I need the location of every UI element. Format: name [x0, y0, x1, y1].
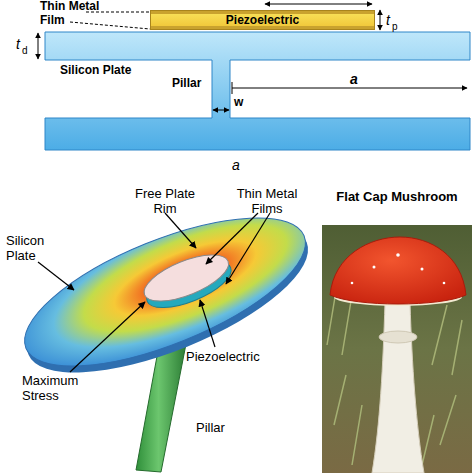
dimension-symbol: t — [16, 36, 20, 52]
part-label: Thin Metal Film — [40, 0, 102, 27]
dimension-subscript: d — [22, 45, 28, 57]
silicon-structure — [45, 32, 470, 150]
thickness-arrow — [380, 10, 381, 30]
width-arrow — [213, 110, 229, 111]
part-label: Thin Metal Films — [232, 186, 302, 216]
cap-spot — [421, 268, 424, 271]
silicon-disk — [6, 188, 326, 403]
metal-film — [138, 245, 234, 310]
part-label: Maximum Stress — [22, 373, 92, 403]
mushroom-photo — [322, 225, 472, 473]
cap-spot — [443, 282, 446, 285]
mushroom-stem — [372, 303, 424, 473]
leader-arrow — [70, 302, 145, 372]
part-label: Pillar — [196, 420, 225, 435]
dimension-symbol: t — [386, 12, 390, 28]
node-text: Flat Cap Mushroom — [322, 185, 472, 205]
grass-background — [322, 225, 472, 473]
leader-arrow — [206, 213, 258, 264]
dimension-tick — [232, 82, 233, 94]
subfigure-label: a — [232, 157, 240, 173]
leader-arrow — [200, 300, 215, 347]
part-label: Silicon Plate — [60, 63, 131, 77]
cap-spot — [351, 282, 354, 285]
node-text: Piezoelectric — [151, 11, 374, 29]
dimension-symbol: w — [234, 95, 243, 109]
piezoelectric-layer: Piezoelectric — [150, 10, 375, 30]
dimension-arrow — [265, 4, 372, 5]
thickness-arrow — [38, 33, 39, 59]
leader-line — [70, 22, 150, 29]
part-label: Pillar — [172, 76, 201, 90]
leader-arrow — [226, 213, 270, 284]
part-label: Free Plate Rim — [130, 186, 200, 216]
dimension-subscript: p — [392, 21, 398, 33]
leader-arrow — [165, 213, 196, 248]
mushroom-cap — [330, 237, 466, 304]
leader-arrow — [38, 262, 74, 290]
cap-spot — [373, 266, 376, 269]
dimension-arrow — [232, 88, 467, 89]
part-label: Silicon Plate — [6, 233, 58, 263]
cap-spot — [396, 253, 400, 257]
part-label: Piezoelectric — [186, 349, 260, 364]
dimension-symbol: a — [350, 71, 358, 87]
disk-top — [6, 188, 323, 397]
photo-panel: Flat Cap Mushroom — [322, 185, 472, 473]
stem-ring — [379, 331, 417, 343]
